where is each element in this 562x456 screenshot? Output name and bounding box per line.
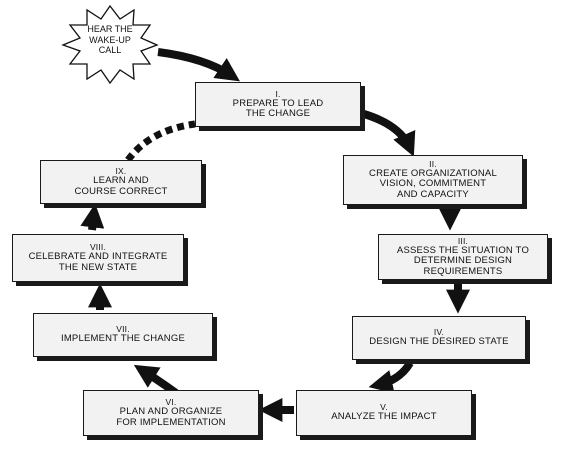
starburst-shape: [61, 4, 159, 85]
step-label: IMPLEMENT THE CHANGE: [60, 333, 185, 345]
step-label: DESIGN THE DESIRED STATE: [369, 336, 509, 348]
step-label: PLAN AND ORGANIZE FOR IMPLEMENTATION: [116, 406, 226, 428]
step-box-vii: VII. IMPLEMENT THE CHANGE: [33, 313, 213, 357]
step-box-i: I. PREPARE TO LEAD THE CHANGE: [195, 82, 361, 127]
step-box-ix: IX. LEARN AND COURSE CORRECT: [40, 160, 202, 204]
step-box-vi: VI. PLAN AND ORGANIZE FOR IMPLEMENTATION: [83, 390, 259, 436]
step-label: ANALYZE THE IMPACT: [331, 411, 437, 423]
start-label: HEAR THE WAKE-UP CALL: [87, 24, 133, 55]
step-box-viii: VIII. CELEBRATE AND INTEGRATE THE NEW ST…: [12, 234, 184, 282]
step-box-iii: III. ASSESS THE SITUATION TO DETERMINE D…: [378, 234, 548, 280]
arrow-viii-to-ix: [80, 203, 105, 231]
step-number: I.: [275, 88, 281, 99]
step-number: III.: [457, 235, 469, 246]
step-label: CELEBRATE AND INTEGRATE THE NEW STATE: [28, 251, 168, 273]
step-number: IX.: [115, 166, 127, 176]
step-box-iv: IV. DESIGN THE DESIRED STATE: [352, 316, 526, 360]
step-label: CREATE ORGANIZATIONAL VISION, COMMITMENT…: [369, 167, 497, 200]
step-number: II.: [429, 158, 437, 169]
step-number: V.: [380, 402, 388, 413]
step-box-ii: II. CREATE ORGANIZATIONAL VISION, COMMIT…: [343, 155, 523, 205]
step-box-v: V. ANALYZE THE IMPACT: [296, 390, 472, 436]
step-number: IV.: [433, 327, 445, 338]
dashed-return-path: [125, 120, 196, 163]
step-label: ASSESS THE SITUATION TO DETERMINE DESIGN…: [396, 244, 530, 277]
arrow-i-to-ii: [362, 110, 416, 157]
arrow-iv-to-v: [368, 360, 414, 394]
step-number: VIII.: [89, 242, 107, 252]
step-label: PREPARE TO LEAD THE CHANGE: [232, 97, 324, 119]
step-label: LEARN AND COURSE CORRECT: [74, 175, 168, 197]
step-number: VI.: [165, 397, 177, 407]
step-number: VII.: [116, 324, 130, 335]
arrow-start-to-i: [157, 48, 240, 82]
